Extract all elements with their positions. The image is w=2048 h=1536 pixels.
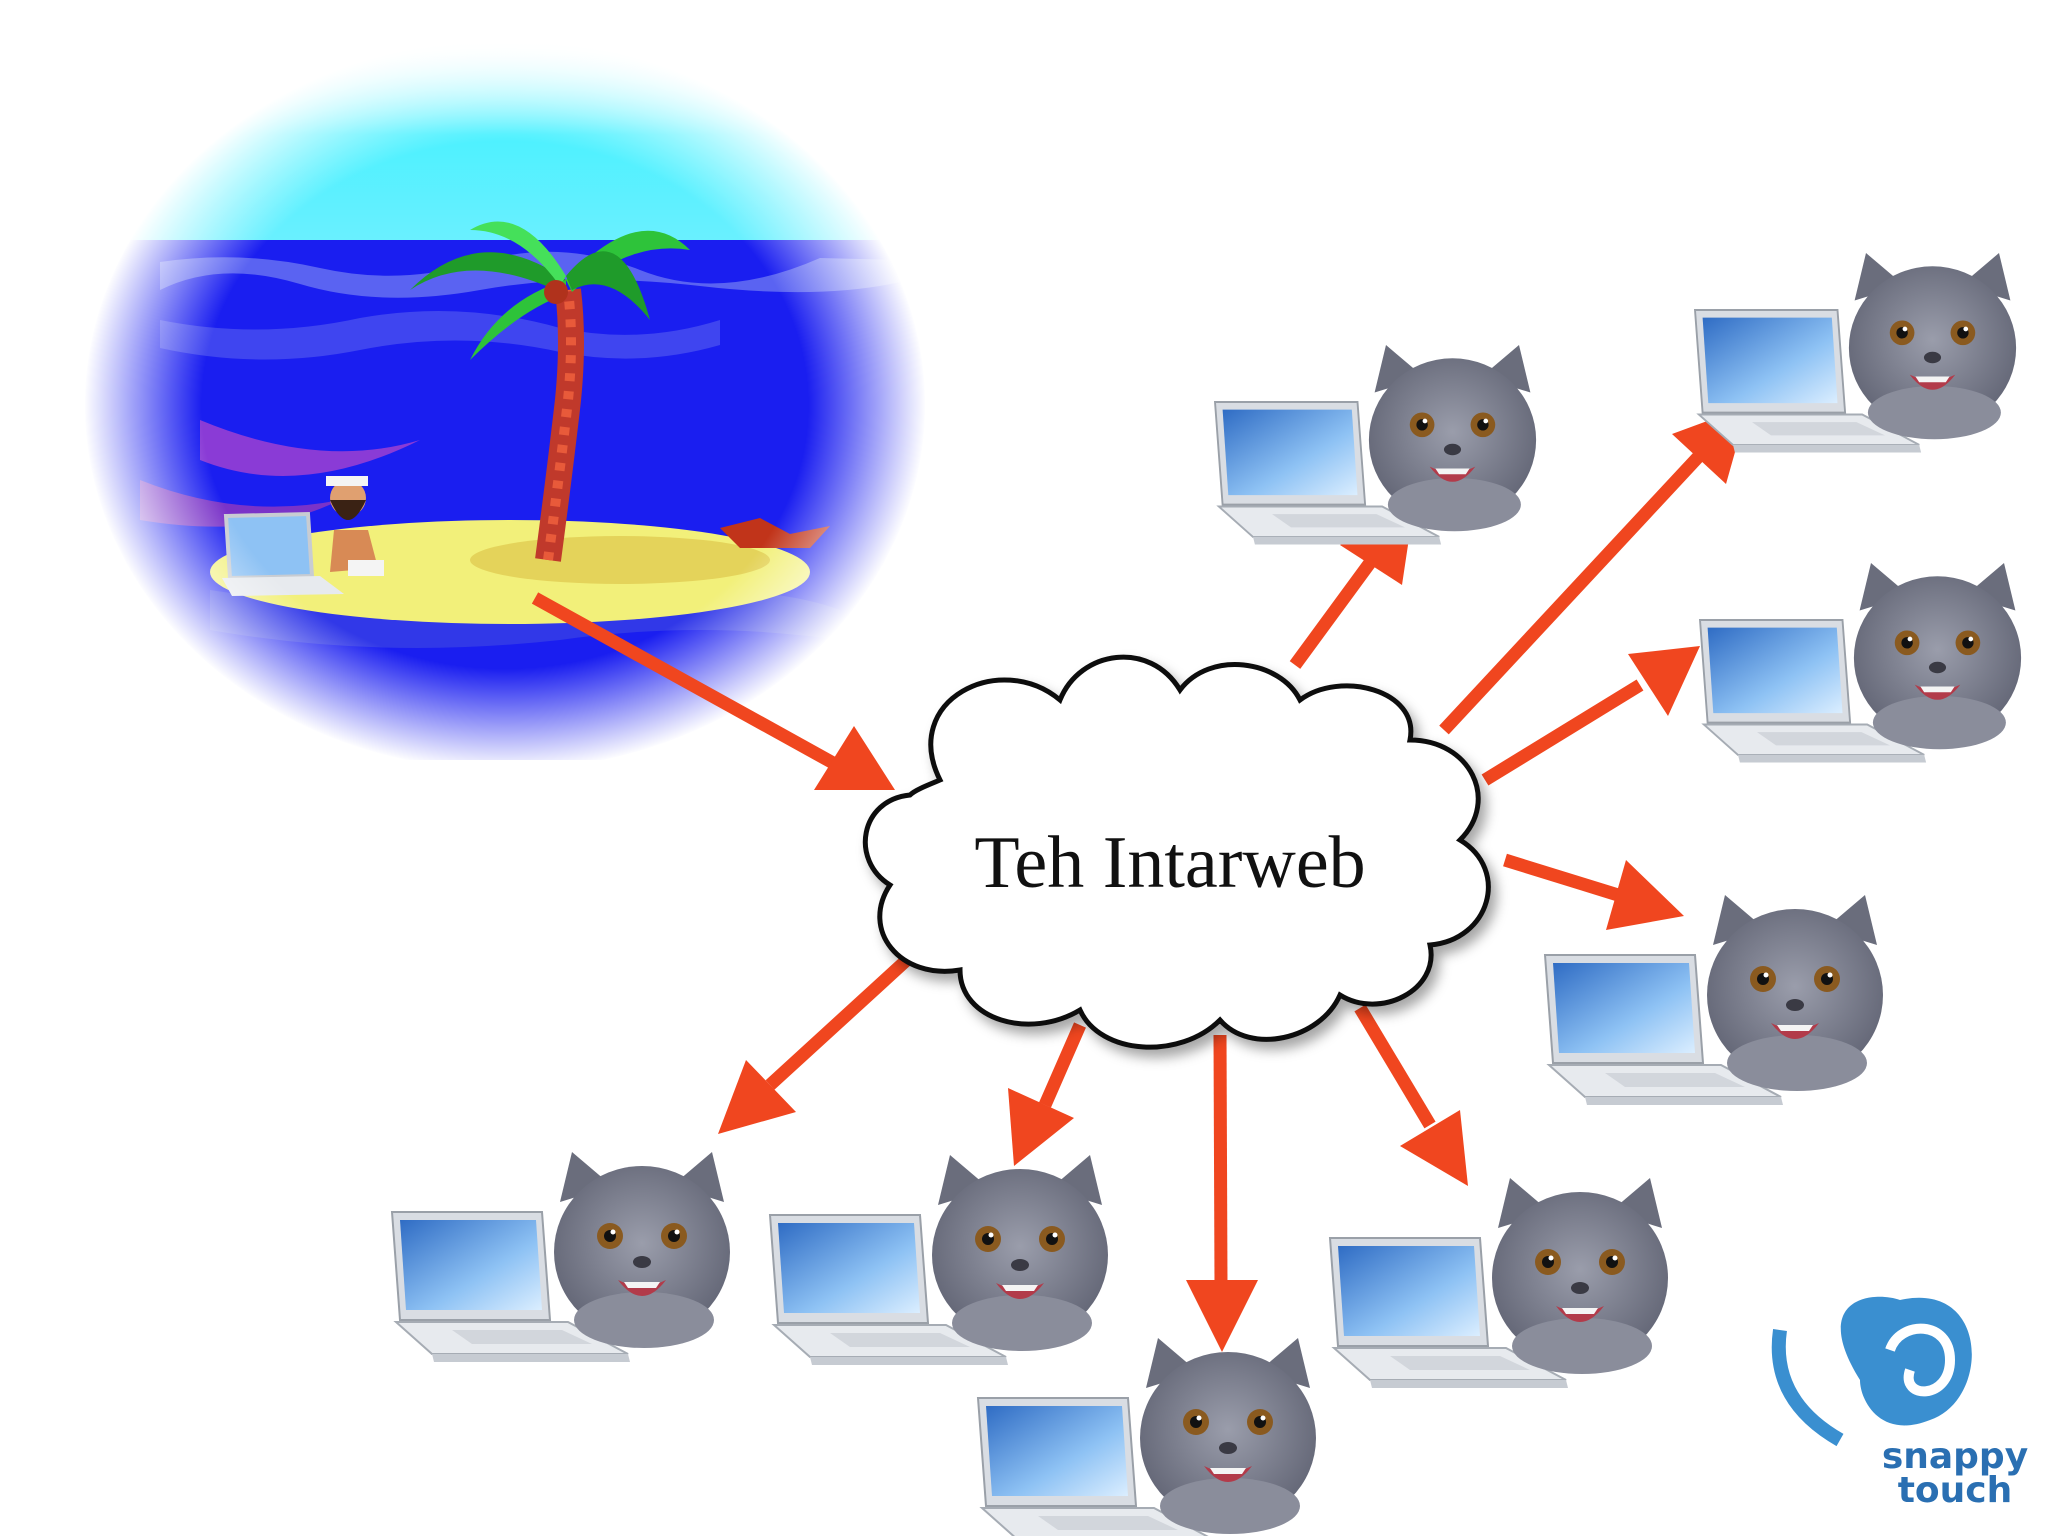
arrow-cloud-to-laptop-5 bbox=[1354, 1004, 1468, 1186]
arrow-cloud-to-laptop-7 bbox=[1008, 1022, 1086, 1166]
laptop-cat-2 bbox=[1694, 252, 2018, 454]
laptop-cat-8 bbox=[391, 1151, 731, 1363]
star-icon bbox=[1784, 1338, 1836, 1388]
desert-island-illustration bbox=[84, 39, 926, 771]
logo-line-2: touch bbox=[1897, 1470, 2013, 1511]
laptop-cat-1 bbox=[1214, 344, 1538, 546]
snappy-touch-logo bbox=[1771, 1296, 1972, 1447]
laptop-cat-6 bbox=[977, 1337, 1317, 1536]
arrow-cloud-to-laptop-6 bbox=[1186, 1034, 1258, 1352]
laptop-cat-7 bbox=[769, 1154, 1109, 1366]
logo-wordmark: snappy touch bbox=[1870, 1436, 2040, 1511]
logo-line-1: snappy bbox=[1881, 1436, 2029, 1477]
laptop-cat-5 bbox=[1329, 1177, 1669, 1389]
arrow-cloud-to-laptop-8 bbox=[718, 952, 915, 1134]
cloud-label: Teh Intarweb bbox=[974, 822, 1366, 904]
arrow-island-to-cloud bbox=[531, 592, 895, 790]
arrows bbox=[531, 406, 1748, 1352]
arrow-cloud-to-laptop-3 bbox=[1481, 646, 1700, 786]
laptop-cat-3 bbox=[1699, 562, 2023, 764]
arrow-cloud-to-laptop-4 bbox=[1503, 853, 1684, 930]
cloud-icon bbox=[862, 654, 1491, 1050]
laptop-cat-4 bbox=[1544, 894, 1884, 1106]
